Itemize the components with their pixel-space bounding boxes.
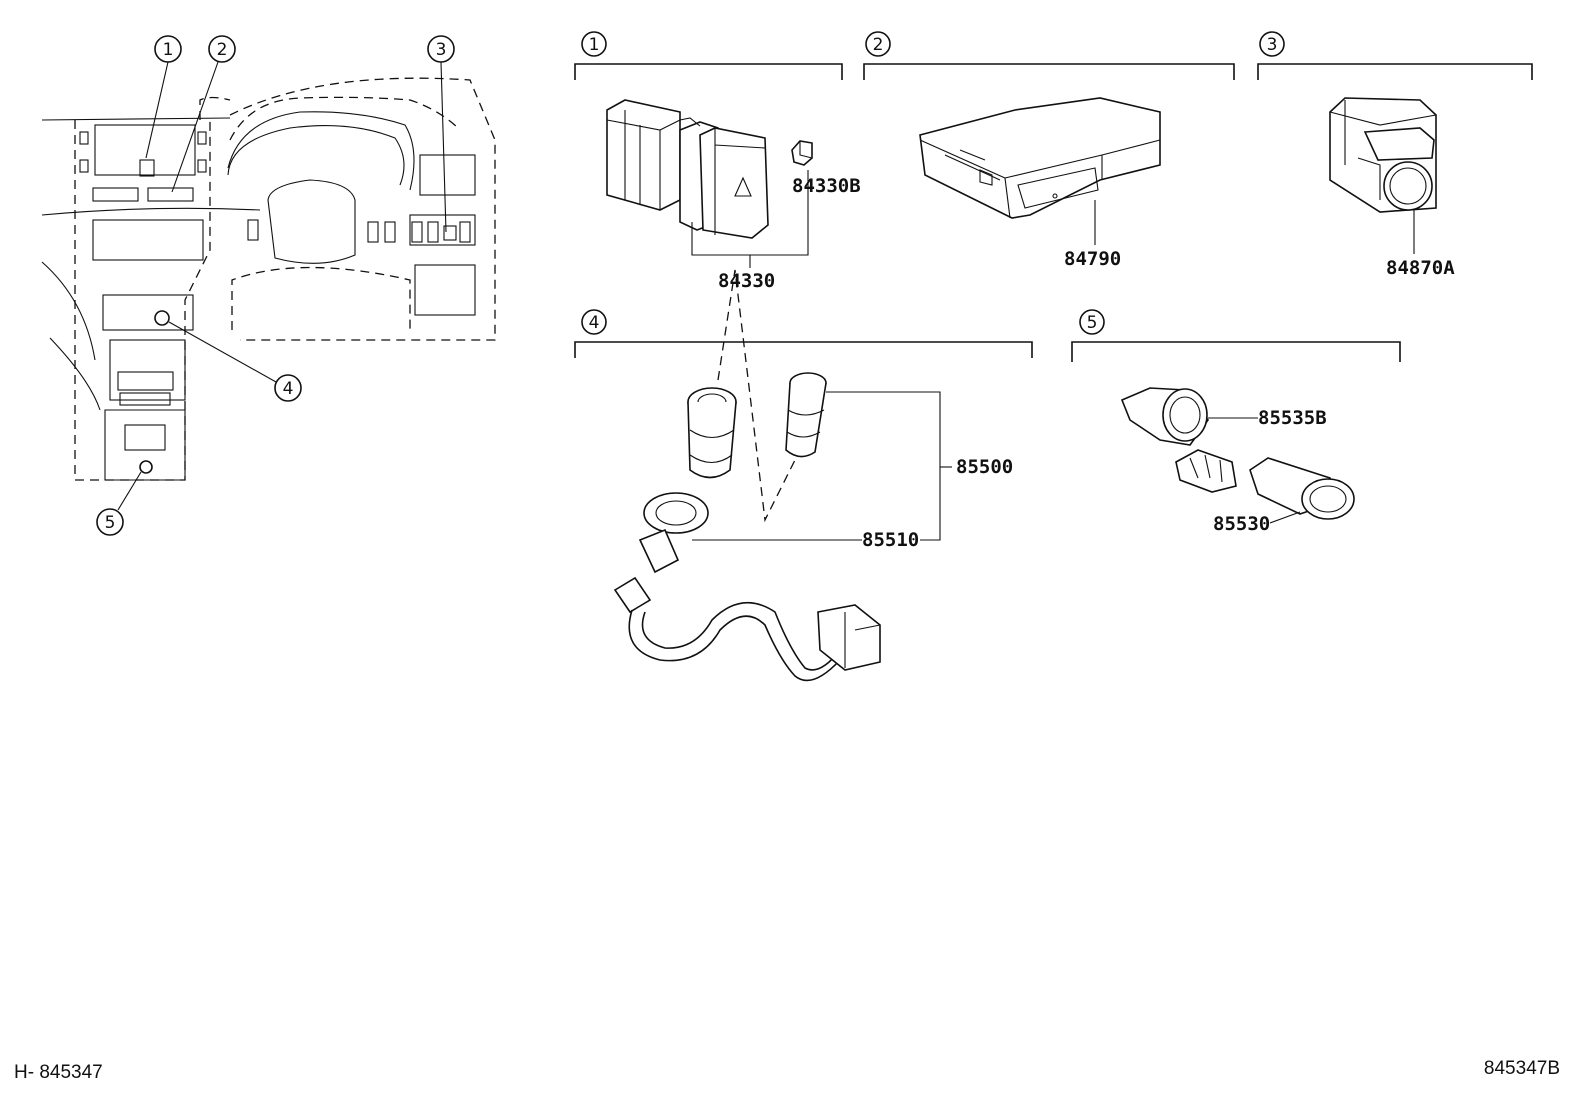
svg-text:1: 1: [163, 40, 174, 60]
part-label-85535B: 85535B: [1258, 407, 1327, 429]
part-label-84330: 84330: [718, 270, 775, 292]
dashboard-overview: [41, 61, 496, 511]
lighter-harness-drawing: [613, 269, 881, 682]
part-label-84330B: 84330B: [792, 175, 861, 197]
mirror-switch-84870A-drawing: [1329, 97, 1437, 213]
svg-text:5: 5: [105, 513, 116, 533]
section-3-bracket: [1257, 63, 1533, 80]
section-2: 2 84790: [863, 31, 1235, 270]
overview-callout-3: 3: [427, 35, 455, 63]
power-outlet-drawing: [1120, 387, 1355, 520]
section-2-bracket: [863, 63, 1235, 80]
section-1: 1 84330B 84330: [574, 31, 861, 292]
section-5-bracket: [1071, 341, 1401, 362]
overview-callout-2: 2: [208, 35, 236, 63]
section-1-number-circle: [581, 31, 607, 57]
section-5-number: 5: [1087, 313, 1098, 333]
svg-text:3: 3: [436, 40, 447, 60]
footer-left-code: H- 845347: [14, 1062, 103, 1083]
section-4-number: 4: [589, 313, 600, 333]
section-4: 4 85500: [574, 269, 1033, 682]
part-85500-leader: [826, 391, 941, 541]
svg-text:2: 2: [217, 40, 228, 60]
overview-callout-4: 4: [274, 374, 302, 402]
module-84790-drawing: [919, 97, 1161, 219]
overview-callout-5: 5: [96, 508, 124, 536]
hazard-switch-drawing: [606, 99, 813, 239]
section-3-number: 3: [1267, 35, 1278, 55]
svg-text:4: 4: [283, 379, 294, 399]
part-label-84790: 84790: [1064, 248, 1121, 270]
section-1-number: 1: [589, 35, 600, 55]
part-label-85500: 85500: [956, 456, 1013, 478]
section-5: 5 85535B 85530: [1071, 309, 1401, 535]
section-1-bracket: [574, 63, 843, 80]
section-4-bracket: [574, 341, 1033, 358]
section-2-number: 2: [873, 35, 884, 55]
section-3: 3 84870A: [1257, 31, 1533, 279]
part-85530-leader: [1269, 511, 1301, 524]
footer-right-code: 845347B: [1484, 1058, 1560, 1079]
overview-callout-1: 1: [154, 35, 182, 63]
part-label-85530: 85530: [1213, 513, 1270, 535]
part-label-85510: 85510: [862, 529, 919, 551]
part-label-84870A: 84870A: [1386, 257, 1455, 279]
